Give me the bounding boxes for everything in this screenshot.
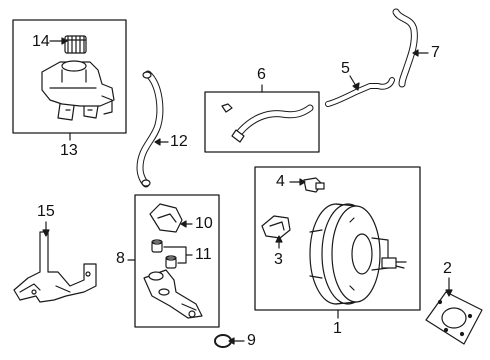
hose-7 (392, 8, 429, 88)
callout-1: 1 (333, 320, 342, 337)
seal-11 (151, 239, 193, 269)
sensor-10 (149, 203, 193, 233)
callout-11: 11 (195, 246, 212, 263)
hose-group-box (204, 84, 320, 153)
callout-14: 14 (32, 33, 50, 50)
gasket-2 (425, 277, 483, 345)
callout-5: 5 (341, 60, 350, 77)
callout-15: 15 (37, 203, 55, 220)
hose-12 (136, 70, 169, 188)
grommet-3 (261, 215, 291, 249)
callout-4: 4 (276, 173, 285, 190)
oring-9 (214, 334, 245, 348)
booster-group-box (254, 166, 421, 319)
callout-7: 7 (431, 44, 440, 61)
brake-booster (309, 203, 407, 305)
callout-6: 6 (257, 66, 266, 83)
callout-8: 8 (116, 250, 125, 267)
callout-12: 12 (170, 133, 188, 150)
reservoir-cap (64, 35, 87, 54)
reservoir-tank (41, 60, 115, 121)
bracket-15 (13, 221, 97, 303)
hose-5 (325, 75, 395, 107)
callout-3: 3 (274, 251, 283, 268)
callout-9: 9 (247, 332, 256, 349)
check-valve-4 (289, 177, 325, 193)
callout-10: 10 (195, 215, 213, 232)
master-cylinder-group-box (127, 194, 220, 328)
hose-6 (221, 103, 314, 143)
leader-14 (49, 37, 68, 45)
callout-13: 13 (60, 142, 78, 159)
callout-2: 2 (443, 260, 452, 277)
master-cylinder (143, 269, 203, 319)
